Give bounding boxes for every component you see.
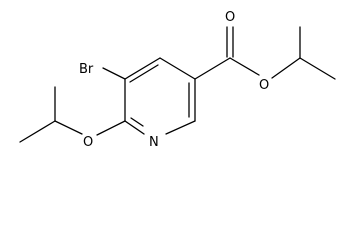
ether-oxygen-label: O [83,135,93,150]
bromine-atom-label: Br [79,62,94,77]
bond-n1-c2 [165,120,196,135]
bond-c6-o [96,120,126,136]
bond-c6-n1 [124,120,145,135]
pyridine-ring [124,57,196,135]
bond-c3-carbonyl [194,57,231,80]
bond-c3-c4 [159,57,196,80]
bond-c6-n1-inner [130,117,144,127]
bond-carbonyl-ester-o [229,57,260,76]
carbonyl-oxygen-label: O [225,10,235,25]
chemical-structure: Br O N O O [19,10,336,150]
bond-ch-methyl-left [19,120,56,143]
bond-ester-o-ch [271,57,301,79]
bond-ch-methyl-right [299,57,336,80]
ring-nitrogen-label: N [149,135,159,150]
bond-c4-c5-inner [129,64,159,83]
bond-o-ch [54,120,83,135]
ester-oxygen-label: O [259,78,269,93]
bond-c5-br [102,67,126,80]
bond-c4-c5 [124,57,161,80]
